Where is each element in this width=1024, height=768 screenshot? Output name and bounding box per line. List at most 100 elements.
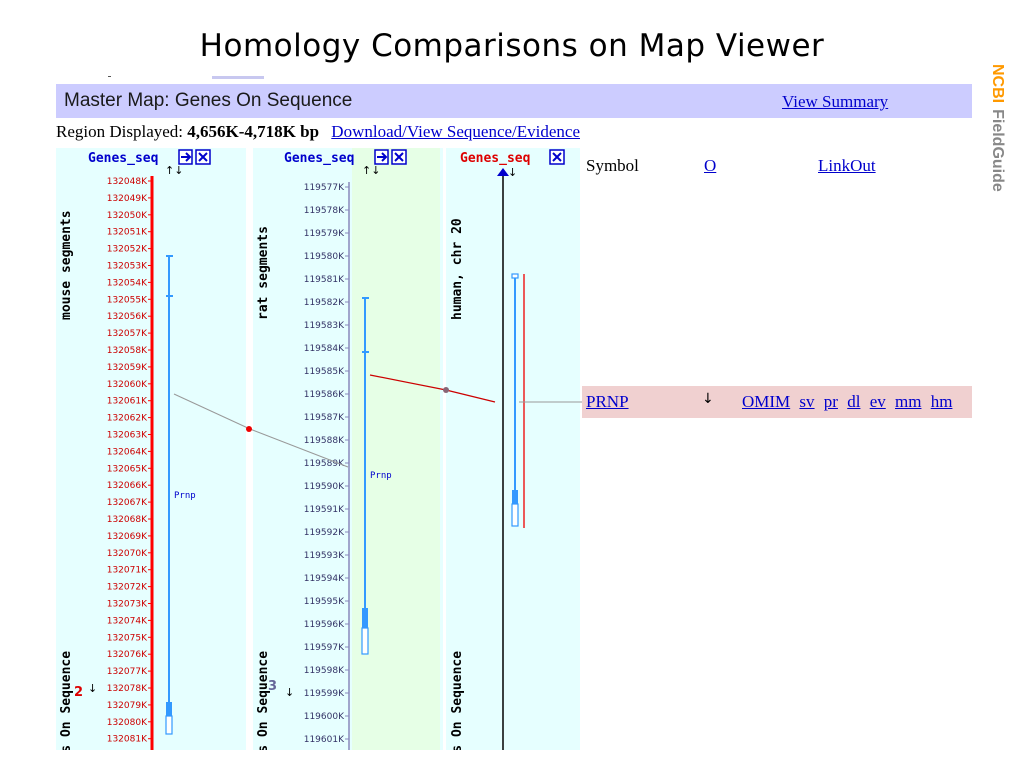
mouse-rat-homology-line-right (249, 428, 349, 468)
rat-prnp-gene-label[interactable]: Prnp (370, 471, 392, 481)
gene-table-symbol-header: Symbol (586, 156, 639, 175)
mouse-segments-label: mouse segments (59, 210, 74, 320)
ruler-tick-label: 132059K (107, 363, 148, 373)
ruler-tick-label: 132076K (107, 650, 148, 660)
linkout-omim[interactable]: OMIM (742, 392, 791, 411)
human-column-header: Genes_seq (460, 149, 565, 166)
ruler-tick-label: 132055K (107, 295, 148, 305)
brand-ncbi: NCBI (989, 64, 1006, 103)
mouse-prnp-gene-bar[interactable] (165, 255, 173, 735)
mouse-homology-point[interactable] (246, 426, 252, 432)
ruler-tick-label: 132049K (107, 194, 148, 204)
rat-scroll-arrows-icon[interactable]: ↑↓ (362, 164, 380, 177)
ruler-tick-label: 132048K (107, 177, 148, 187)
ruler-tick-label: 119595K (304, 597, 345, 607)
view-summary-link[interactable]: View Summary (782, 92, 889, 111)
ruler-tick-label: 119585K (304, 367, 345, 377)
ruler-tick-label: 132074K (107, 616, 148, 626)
ruler-tick-label: 119592K (304, 528, 345, 538)
ruler-tick-label: 119600K (304, 712, 345, 722)
ruler-tick-label: 119590K (304, 482, 345, 492)
ruler-tick-label: 132066K (107, 481, 148, 491)
ruler-tick-label: 119589K (304, 459, 345, 469)
linkout-dl[interactable]: dl (847, 392, 861, 411)
ruler-tick-label: 132072K (107, 583, 148, 593)
ruler-tick-label: 132050K (107, 211, 148, 221)
mouse-close-icon[interactable] (195, 149, 211, 165)
linkout-hm[interactable]: hm (930, 392, 953, 411)
map-viewer-canvas: Genes_seq Genes_seq Genes_seq ↑↓ ↑↓ ↓ (56, 148, 582, 750)
gene-symbol-link[interactable]: PRNP (586, 392, 629, 411)
ruler-tick-label: 119593K (304, 551, 345, 561)
ruler-tick-label: 132081K (107, 735, 148, 745)
gene-table-linkout-header[interactable]: LinkOut (818, 156, 876, 175)
ruler-tick-label: 119577K (304, 183, 345, 193)
ruler-tick-label: 132064K (107, 447, 148, 457)
linkout-ev[interactable]: ev (869, 392, 886, 411)
ruler-tick-label: 132071K (107, 566, 148, 576)
linkout-mm[interactable]: mm (895, 392, 922, 411)
ruler-tick-label: 132077K (107, 667, 148, 677)
ruler-tick-label: 119586K (304, 390, 345, 400)
mouse-header-label: Genes_seq (88, 151, 158, 166)
gene-orientation-arrow-icon: ↓ (702, 391, 714, 407)
mouse-segment-arrow-icon[interactable]: ↓ (88, 682, 97, 695)
human-close-icon[interactable] (549, 149, 565, 165)
mouse-expand-icon[interactable] (178, 149, 193, 165)
linkout-sv[interactable]: sv (799, 392, 815, 411)
ruler-tick-label: 132056K (107, 312, 148, 322)
ruler-tick-label: 119582K (304, 298, 345, 308)
ruler-tick-label: 132061K (107, 397, 148, 407)
human-prnp-gene-bar[interactable] (511, 273, 519, 527)
ruler-tick-label: 119591K (304, 505, 345, 515)
rat-segments-label: rat segments (256, 226, 271, 320)
ruler-tick-label: 119579K (304, 229, 345, 239)
ncbi-fieldguide-logo: NCBIFieldGuide (986, 64, 1012, 244)
human-chr-label: human, chr 20 (450, 218, 465, 320)
ruler-tick-label: 132051K (107, 228, 148, 238)
ruler-tick-label: 119597K (304, 643, 345, 653)
rat-header-label: Genes_seq (284, 151, 354, 166)
human-scroll-arrows-icon[interactable]: ↓ (508, 166, 517, 179)
human-up-triangle-icon[interactable] (497, 168, 509, 176)
human-column-bg (446, 148, 580, 750)
rat-prnp-gene-bar[interactable] (361, 297, 369, 655)
ruler-tick-label: 132078K (107, 684, 148, 694)
gene-linkout-list: OMIM sv pr dl ev mm hm (742, 392, 957, 412)
download-sequence-link[interactable]: Download/View Sequence/Evidence (331, 122, 580, 141)
ruler-tick-label: 132054K (107, 278, 148, 288)
rat-segment-number[interactable]: 3 (268, 679, 277, 694)
ruler-tick-label: 119578K (304, 206, 345, 216)
rat-axis: 119577K119578K119579K119580K119581K11958… (304, 182, 350, 750)
ruler-tick-label: 132069K (107, 532, 148, 542)
master-map-bar: Master Map: Genes On Sequence View Summa… (56, 84, 972, 118)
rat-close-icon[interactable] (391, 149, 407, 165)
linkout-pr[interactable]: pr (823, 392, 838, 411)
ruler-tick-label: 132057K (107, 329, 148, 339)
mouse-prnp-gene-label[interactable]: Prnp (174, 491, 196, 501)
rat-expand-icon[interactable] (374, 149, 389, 165)
mouse-genes-on-sequence-label: Genes On Sequence (59, 651, 74, 750)
ruler-tick-label: 119594K (304, 574, 345, 584)
region-label: Region Displayed: (56, 122, 184, 141)
decorative-mark (108, 76, 111, 77)
ruler-tick-label: 119596K (304, 620, 345, 630)
rat-segment-arrow-icon[interactable]: ↓ (285, 686, 294, 699)
ruler-tick-label: 132067K (107, 498, 148, 508)
mouse-axis: 132048K 132049K 132050K 132051K 132052K 13205… (107, 176, 154, 750)
ruler-tick-label: 132052K (107, 245, 148, 255)
mouse-segment-number[interactable]: 2 (74, 685, 83, 700)
master-map-title: Master Map: Genes On Sequence (64, 90, 353, 111)
ruler-tick-label: 119598K (304, 666, 345, 676)
gene-table-o-header[interactable]: O (704, 156, 717, 175)
ruler-tick-label: 132058K (107, 346, 148, 356)
mouse-column-header: Genes_seq (88, 149, 211, 166)
rat-homology-point[interactable] (443, 387, 449, 393)
mouse-rat-homology-line (173, 393, 251, 430)
ruler-tick-label: 119580K (304, 252, 345, 262)
rat-genes-on-sequence-label: Genes On Sequence (256, 651, 271, 750)
mouse-scroll-arrows-icon[interactable]: ↑↓ (165, 164, 183, 177)
ruler-tick-label: 132080K (107, 718, 148, 728)
svg-text:NCBIFieldGuide: NCBIFieldGuide (989, 64, 1006, 192)
rat-column-header: Genes_seq (284, 149, 407, 166)
